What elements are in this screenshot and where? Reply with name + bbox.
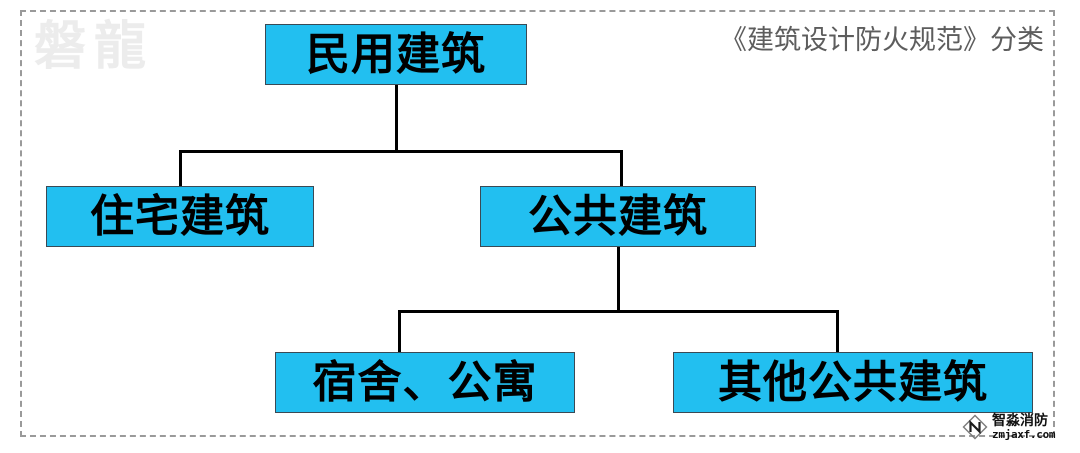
connector-public-stem: [617, 247, 620, 312]
connector-root-stem: [395, 85, 398, 152]
diagram-caption: 《建筑设计防火规范》分类: [720, 25, 1044, 56]
brand-watermark-text: 磐龍: [34, 17, 155, 77]
node-residential-building[interactable]: 住宅建筑: [46, 186, 314, 247]
connector-to-residential: [179, 150, 182, 188]
node-dormitory-apartment[interactable]: 宿舍、公寓: [275, 352, 575, 413]
site-name-label: 智淼消防: [992, 413, 1048, 429]
node-other-public-building[interactable]: 其他公共建筑: [673, 352, 1033, 413]
node-civil-building[interactable]: 民用建筑: [265, 24, 527, 85]
connector-to-other-public: [836, 310, 839, 354]
connector-to-dormitory: [398, 310, 401, 354]
site-url-label: zmjaxf.com: [992, 427, 1056, 441]
connector-level1-bar: [179, 150, 623, 153]
diamond-n-logo-icon: [962, 414, 988, 440]
dashed-frame: [20, 10, 1055, 437]
node-public-building[interactable]: 公共建筑: [480, 186, 756, 247]
connector-to-public: [620, 150, 623, 188]
connector-level2-bar: [398, 310, 839, 313]
site-watermark: 智淼消防 zmjaxf.com: [962, 413, 1056, 441]
site-watermark-labels: 智淼消防 zmjaxf.com: [992, 413, 1056, 441]
